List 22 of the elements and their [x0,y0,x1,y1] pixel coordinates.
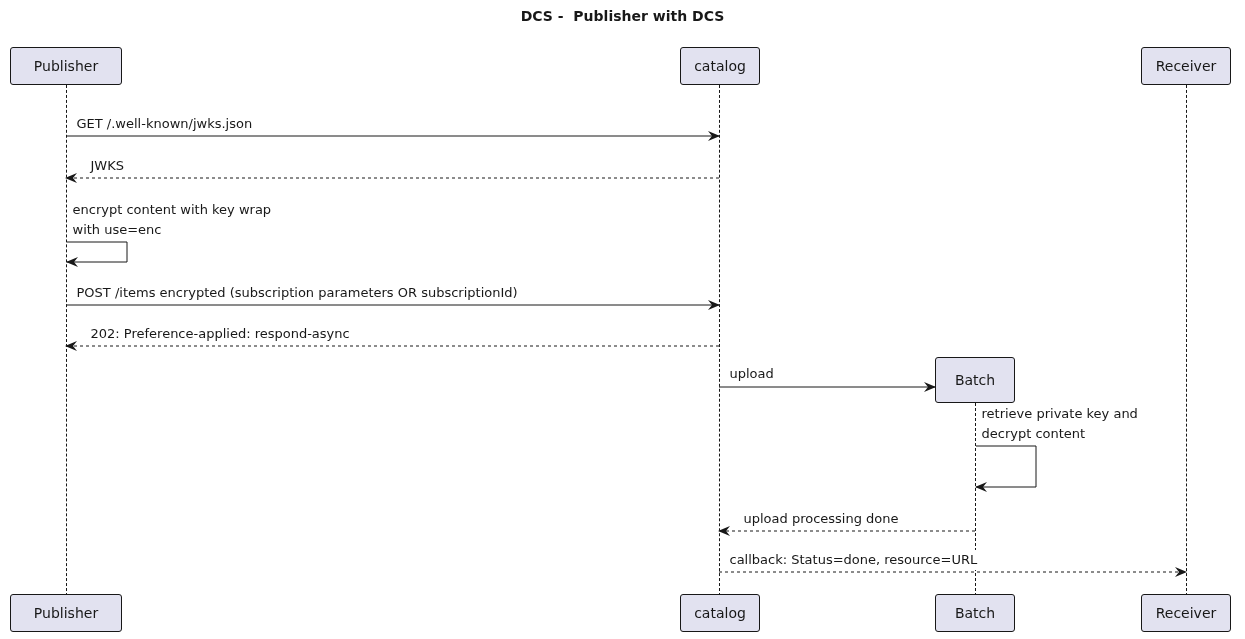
arrow [975,445,1037,492]
edge-label: callback: Status=done, resource=URL [729,550,978,570]
arrow [65,341,720,351]
arrow [718,382,936,392]
participant-box: Batch [935,357,1015,403]
participant-box: Batch [935,594,1015,632]
lifeline [66,85,67,596]
participant-box: catalog [680,594,760,632]
participant-box: Publisher [10,594,122,632]
arrow [718,567,1187,577]
participant-box: Receiver [1141,594,1231,632]
diagram-title: DCS - Publisher with DCS [519,7,726,26]
participant-box: catalog [680,47,760,85]
lifeline [1186,85,1187,596]
participant-box: Receiver [1141,47,1231,85]
arrow [718,526,976,536]
participant-box: Publisher [10,47,122,85]
lifeline [719,85,720,596]
arrow [66,241,128,267]
arrow [65,173,720,183]
arrow [65,300,720,310]
arrow [65,131,720,141]
